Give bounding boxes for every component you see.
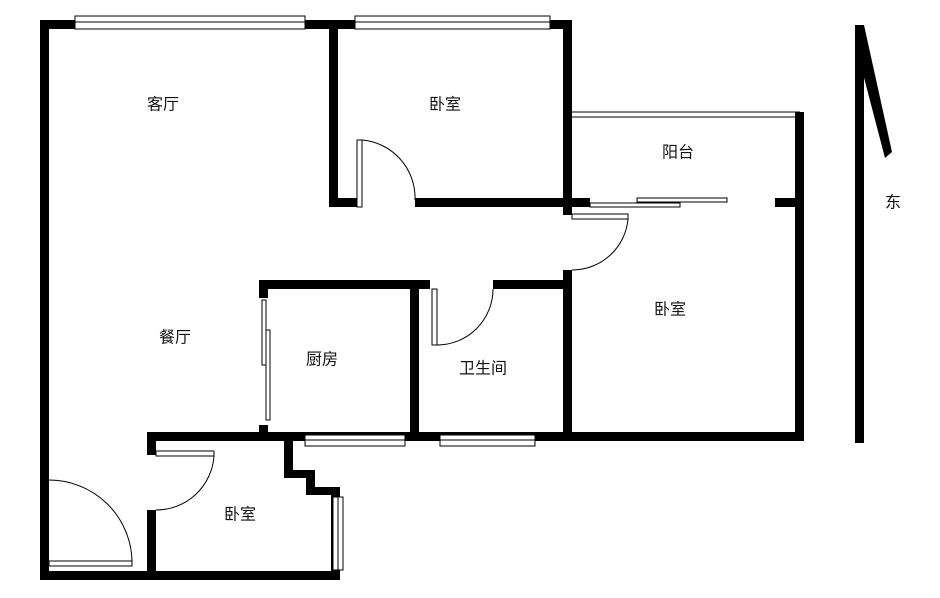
- label-bathroom: 卫生间: [459, 359, 507, 378]
- compass-arrow: [855, 25, 892, 443]
- label-balcony: 阳台: [662, 143, 694, 162]
- label-bedroom-north: 卧室: [429, 95, 461, 114]
- doors: [48, 139, 629, 567]
- label-bedroom-small: 卧室: [224, 505, 256, 524]
- label-kitchen: 厨房: [306, 350, 338, 369]
- label-dining-room: 餐厅: [159, 328, 191, 347]
- label-bedroom-east: 卧室: [654, 300, 686, 319]
- compass-label: 东: [885, 193, 901, 212]
- label-living-room: 客厅: [147, 95, 179, 114]
- windows: [74, 15, 800, 571]
